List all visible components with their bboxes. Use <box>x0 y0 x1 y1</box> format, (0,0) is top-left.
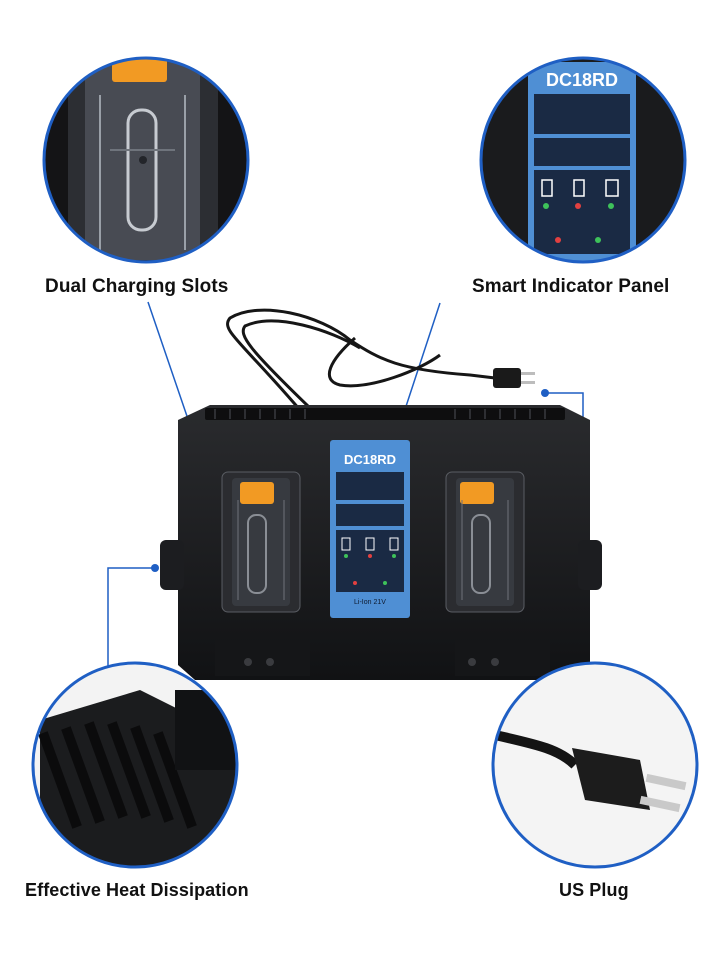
center-indicator-panel: DC18RD Li-Ion 21V <box>330 440 410 618</box>
power-cord <box>226 308 496 411</box>
right-charging-slot <box>445 471 525 613</box>
callout-us-plug <box>491 661 699 869</box>
small-plug <box>493 368 535 388</box>
left-charging-slot <box>221 471 301 613</box>
label-us-plug: US Plug <box>559 880 629 900</box>
zoom-panel-model-text: DC18RD <box>546 70 618 90</box>
panel-battery-text: Li-Ion 21V <box>354 599 386 606</box>
label-smart-indicator-panel: Smart Indicator Panel <box>472 276 670 297</box>
panel-model-text: DC18RD <box>344 452 396 467</box>
label-dual-charging-slots: Dual Charging Slots <box>45 276 229 297</box>
callout-heat-dissipation <box>31 661 239 869</box>
callout-dual-slots <box>42 56 250 264</box>
label-effective-heat-dissipation: Effective Heat Dissipation <box>25 880 249 900</box>
callout-smart-panel: DC18RD <box>479 56 687 264</box>
